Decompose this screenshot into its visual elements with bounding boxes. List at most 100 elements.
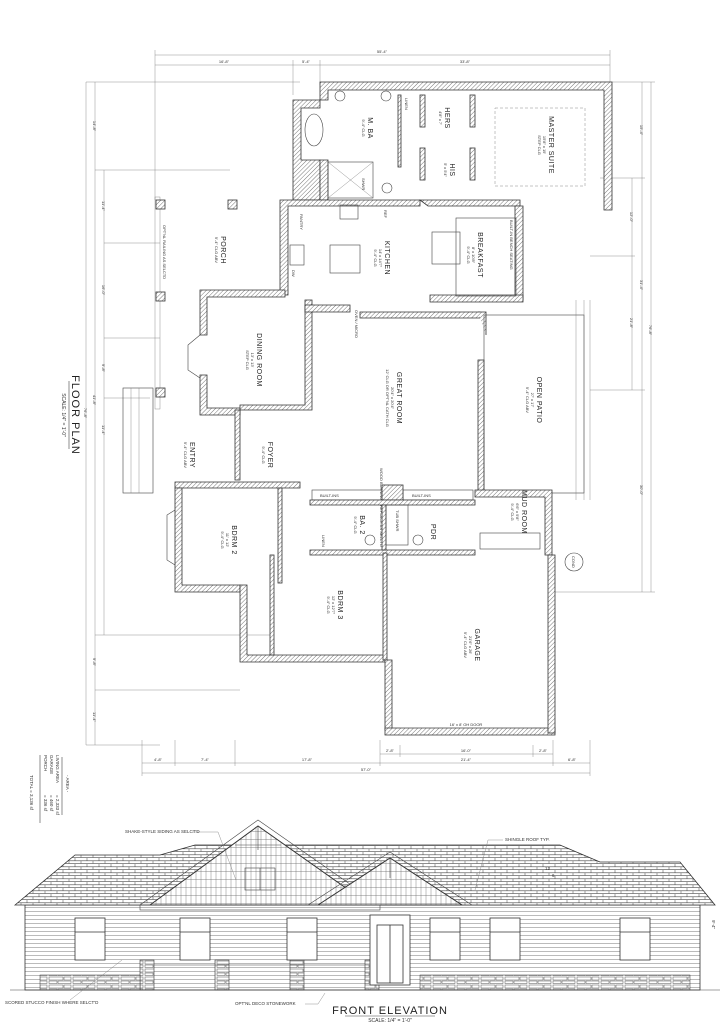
svg-text:21'6" x 26': 21'6" x 26' [468, 636, 473, 655]
svg-text:PDR: PDR [429, 524, 436, 540]
svg-text:KITCHEN: KITCHEN [383, 241, 390, 275]
room-hers: HERS 4'8" x 7' [438, 107, 450, 128]
svg-text:MASTER SUITE: MASTER SUITE [547, 116, 554, 174]
svg-text:- AREA -: - AREA - [65, 775, 70, 793]
dim-bottom-seg: 7'-4" [201, 757, 210, 762]
room-kitchen: KITCHEN 14' x 14'7" 9'-4" CLG [373, 241, 390, 275]
plate-height: 9'-4" [711, 920, 716, 929]
svg-text:GARAGE: GARAGE [49, 755, 54, 774]
svg-text:STEP CLG: STEP CLG [245, 350, 250, 370]
dimensions-bottom: 4'-8" 7'-4" 17'-8" 21'-4" 6'-8" 57'-0" 2… [141, 740, 591, 776]
dim-bottom-overall: 57'-0" [361, 767, 372, 772]
dim-right-overall: 76'-8" [648, 325, 653, 336]
svg-text:ENTRY: ENTRY [188, 442, 195, 468]
svg-text:9'-4" CLG: 9'-4" CLG [261, 446, 266, 463]
room-garage: GARAGE 21'6" x 26' 9'-4" CLG ABV [463, 629, 480, 662]
svg-text:6'6" x 9'8": 6'6" x 9'8" [515, 503, 520, 521]
svg-text:= 2,333 sf: = 2,333 sf [55, 795, 60, 816]
built-ins-left-label: BUILT-INS [320, 493, 339, 498]
dim-garage-seg: 16'-0" [461, 748, 472, 753]
svg-text:TOTAL = 3,136 sf: TOTAL = 3,136 sf [29, 775, 34, 811]
roof-pitch-run: 12 [545, 866, 551, 871]
svg-text:= 336 sf: = 336 sf [43, 795, 48, 812]
svg-text:12' CLG OR OPT'NL CATH CLG: 12' CLG OR OPT'NL CATH CLG [385, 369, 390, 427]
room-mud-room: MUD ROOM 6'6" x 9'8" 9'-4" CLG [510, 490, 527, 534]
note-siding: SHAKE-STYLE SIDING AS SELCT'D [125, 829, 200, 834]
dim-left-overall: 76'-8" [83, 408, 88, 419]
dimensions-left: 76'-8" 41'-8" 14'-8" 11'-4" 16'-0" 9'-8"… [83, 81, 300, 746]
svg-text:9'-4" CLG: 9'-4" CLG [326, 596, 331, 613]
svg-text:20'4" x 20'4": 20'4" x 20'4" [390, 387, 395, 410]
svg-text:11' x 12': 11' x 12' [225, 533, 230, 548]
svg-text:GARAGE: GARAGE [473, 629, 480, 662]
bench-label: BUILT-IN BENCH SEATING [509, 220, 514, 270]
dim-left-seg: 16'-0" [101, 285, 106, 296]
shower-label: SHWR [361, 178, 366, 190]
room-entry: ENTRY 9'-4" CLG ABV [183, 442, 195, 469]
dim-top-seg: 16'-8" [219, 59, 230, 64]
dim-left-seg: 11'-4" [101, 201, 106, 211]
note-stone: OPT'NL DECO STONEWORK [235, 1001, 296, 1006]
room-master-bath: M. BA 9'-4" CLG [361, 117, 373, 139]
svg-text:12' x 12'7": 12' x 12'7" [331, 596, 336, 615]
dim-right-seg: 31'-4" [639, 280, 644, 291]
room-dining: DINING ROOM 13' x 13' STEP CLG [245, 333, 262, 387]
note-stucco: SCORED STUCCO FINISH WHERE SELCT'D [5, 1000, 99, 1005]
dim-bottom-seg: 17'-8" [302, 757, 313, 762]
pantry-label: PANTRY [299, 214, 304, 230]
front-elevation: SHAKE-STYLE SIDING AS SELCT'D SHINGLE RO… [5, 819, 720, 1024]
svg-text:5' x 5'4": 5' x 5'4" [443, 163, 448, 177]
svg-text:HIS: HIS [448, 163, 455, 176]
dimensions-top: 55'-4" 16'-8" 5'-4" 33'-8" [154, 49, 611, 200]
dim-left-seg: 9'-8" [92, 658, 97, 667]
svg-text:9'-4" CLG: 9'-4" CLG [220, 531, 225, 548]
oven-label: OVEN / MICRO [354, 310, 359, 338]
floor-plan-title: FLOOR PLAN SCALE: 1/4" = 1'-0" [60, 375, 81, 455]
dim-left-seg: 11'-4" [92, 712, 97, 722]
svg-text:BA. 2: BA. 2 [358, 515, 365, 535]
dim-left-seg: 9'-8" [101, 364, 106, 373]
svg-text:LIVING AREA: LIVING AREA [55, 755, 60, 783]
room-his: HIS 5' x 5'4" [443, 163, 455, 177]
dw-label: DW [291, 270, 296, 277]
svg-text:9'-4" CLG: 9'-4" CLG [353, 516, 358, 533]
room-breakfast: BREAKFAST 8' x 10'8" 9'-4" CLG [466, 232, 483, 278]
svg-text:FOYER: FOYER [266, 442, 273, 469]
room-pdr: PDR [429, 524, 436, 540]
linen-label: LINEN [404, 98, 409, 110]
svg-text:27' x 17': 27' x 17' [530, 393, 535, 408]
svg-text:9'-4" CLG: 9'-4" CLG [510, 503, 515, 520]
linen2-label: LINEN [321, 535, 326, 547]
svg-text:M. BA: M. BA [366, 117, 373, 139]
refer-label: REF [383, 210, 388, 219]
dimensions-right: 15'-4" 31'-4" 30'-0" 76'-8" 12'-0" 21'-8… [555, 81, 655, 593]
svg-text:9'-4" CLG ABV: 9'-4" CLG ABV [463, 632, 468, 659]
svg-text:OPEN PATIO: OPEN PATIO [535, 377, 542, 424]
note-roof: SHINGLE ROOF TYP. [505, 837, 550, 842]
svg-text:FLOOR PLAN: FLOOR PLAN [69, 375, 81, 455]
svg-text:DINING ROOM: DINING ROOM [255, 333, 262, 387]
svg-text:4'8" x 7': 4'8" x 7' [438, 111, 443, 125]
svg-text:PORCH: PORCH [219, 236, 226, 264]
railing-label: OPT'NL RAILING AS SELCTD [162, 225, 167, 279]
svg-text:9'-4" CLG ABV: 9'-4" CLG ABV [183, 442, 188, 469]
dim-top-seg: 33'-8" [460, 59, 471, 64]
dim-left-seg: 11'-4" [101, 425, 106, 435]
elevation-scale: SCALE: 1/4" = 1'-0" [368, 1018, 412, 1024]
svg-text:BDRM 3: BDRM 3 [336, 590, 343, 619]
dim-right-seg: 15'-4" [639, 125, 644, 136]
room-bdrm-2: BDRM 2 11' x 12' 9'-4" CLG [220, 525, 237, 554]
tub-label: TUB SHWR [395, 510, 400, 531]
fireplace-label: WOOD BURNING FIREPLACE AS SELCTD [379, 468, 384, 547]
svg-text:9'-4" CLG: 9'-4" CLG [466, 246, 471, 263]
svg-text:PORCH: PORCH [43, 755, 48, 771]
room-open-patio: OPEN PATIO 27' x 17' 9'-4" CLG ABV [525, 377, 542, 424]
dim-bottom-seg: 6'-8" [568, 757, 577, 762]
svg-text:14' x 14'7": 14' x 14'7" [378, 249, 383, 268]
dim-right-seg: 30'-0" [639, 485, 644, 496]
dim-garage-seg: 2'-8" [386, 748, 395, 753]
roof-pitch-rise: 6 [552, 873, 555, 878]
svg-text:9'-4" CLG: 9'-4" CLG [361, 119, 366, 136]
svg-text:8' x 10'8": 8' x 10'8" [471, 247, 476, 264]
